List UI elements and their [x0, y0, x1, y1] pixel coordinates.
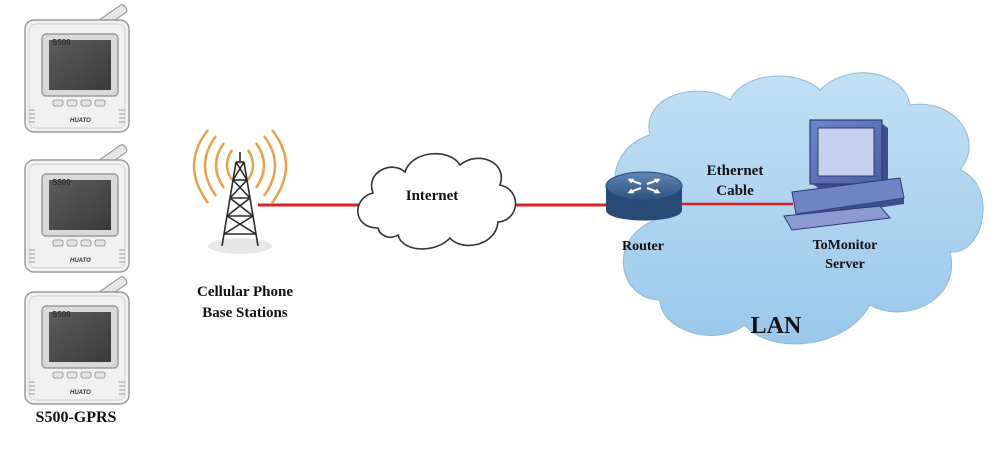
server-label-line1: ToMonitor — [813, 238, 878, 253]
ethernet-label-line1: Ethernet — [707, 163, 764, 179]
device-brand-label: HUATO — [70, 118, 91, 124]
tower-label-line2: Base Stations — [202, 305, 288, 321]
device-brand-label: HUATO — [70, 258, 91, 264]
radio-wave-right-3 — [262, 135, 277, 197]
device-model-label: S500 — [52, 310, 71, 319]
s500-device-3: S500 HUATO — [24, 274, 130, 405]
s500-device-2: S500 HUATO — [24, 142, 130, 273]
radio-wave-right-2 — [254, 142, 266, 189]
radio-wave-right-4 — [270, 129, 288, 204]
server-computer-icon — [783, 119, 905, 231]
router-label: Router — [622, 239, 664, 254]
router-icon — [605, 171, 683, 221]
internet-label: Internet — [406, 188, 459, 204]
radio-wave-left-2 — [214, 142, 226, 189]
radio-wave-right-1 — [246, 149, 255, 181]
server-label-line2: Server — [825, 257, 865, 272]
device-brand-label: HUATO — [70, 390, 91, 396]
internet-cloud-icon — [357, 152, 517, 250]
device-group-label: S500-GPRS — [36, 409, 117, 426]
ethernet-label-line2: Cable — [716, 183, 754, 199]
radio-wave-left-3 — [203, 135, 218, 197]
s500-device-1: S500 HUATO — [24, 2, 130, 133]
lan-label: LAN — [751, 313, 802, 339]
cell-tower-icon — [192, 129, 288, 254]
radio-wave-left-4 — [192, 129, 210, 204]
device-model-label: S500 — [52, 178, 71, 187]
tower-label-line1: Cellular Phone — [197, 284, 293, 300]
device-model-label: S500 — [52, 38, 71, 47]
radio-wave-left-1 — [225, 149, 234, 181]
